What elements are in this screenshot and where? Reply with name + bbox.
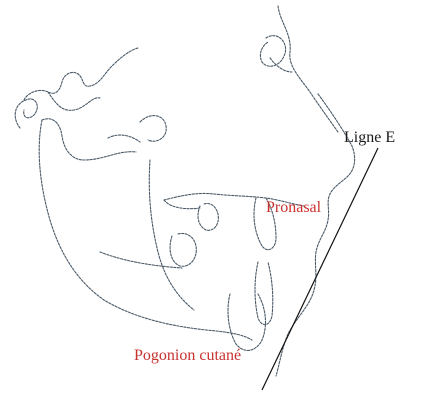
mandibular-canal [100,252,182,268]
skull-tracing [15,6,354,376]
e-line [262,148,378,390]
airway-outline [149,160,194,310]
orbit-outline [260,36,292,72]
soft-tissue-profile [276,94,355,376]
lower-incisor [255,262,273,325]
sella-outline [108,116,166,142]
lower-molar [170,234,196,267]
upper-molar [198,203,218,230]
cranial-base-outline [15,48,138,128]
ramus-outline [42,119,136,160]
e-line-label: Ligne E [344,130,395,146]
mandible-outline [39,120,252,340]
pronasal-label: Pronasal [266,200,321,216]
soft-pogonion-label: Pogonion cutané [134,348,241,364]
symphysis-outline [228,294,265,350]
frontal-nasal-outline [278,6,338,132]
